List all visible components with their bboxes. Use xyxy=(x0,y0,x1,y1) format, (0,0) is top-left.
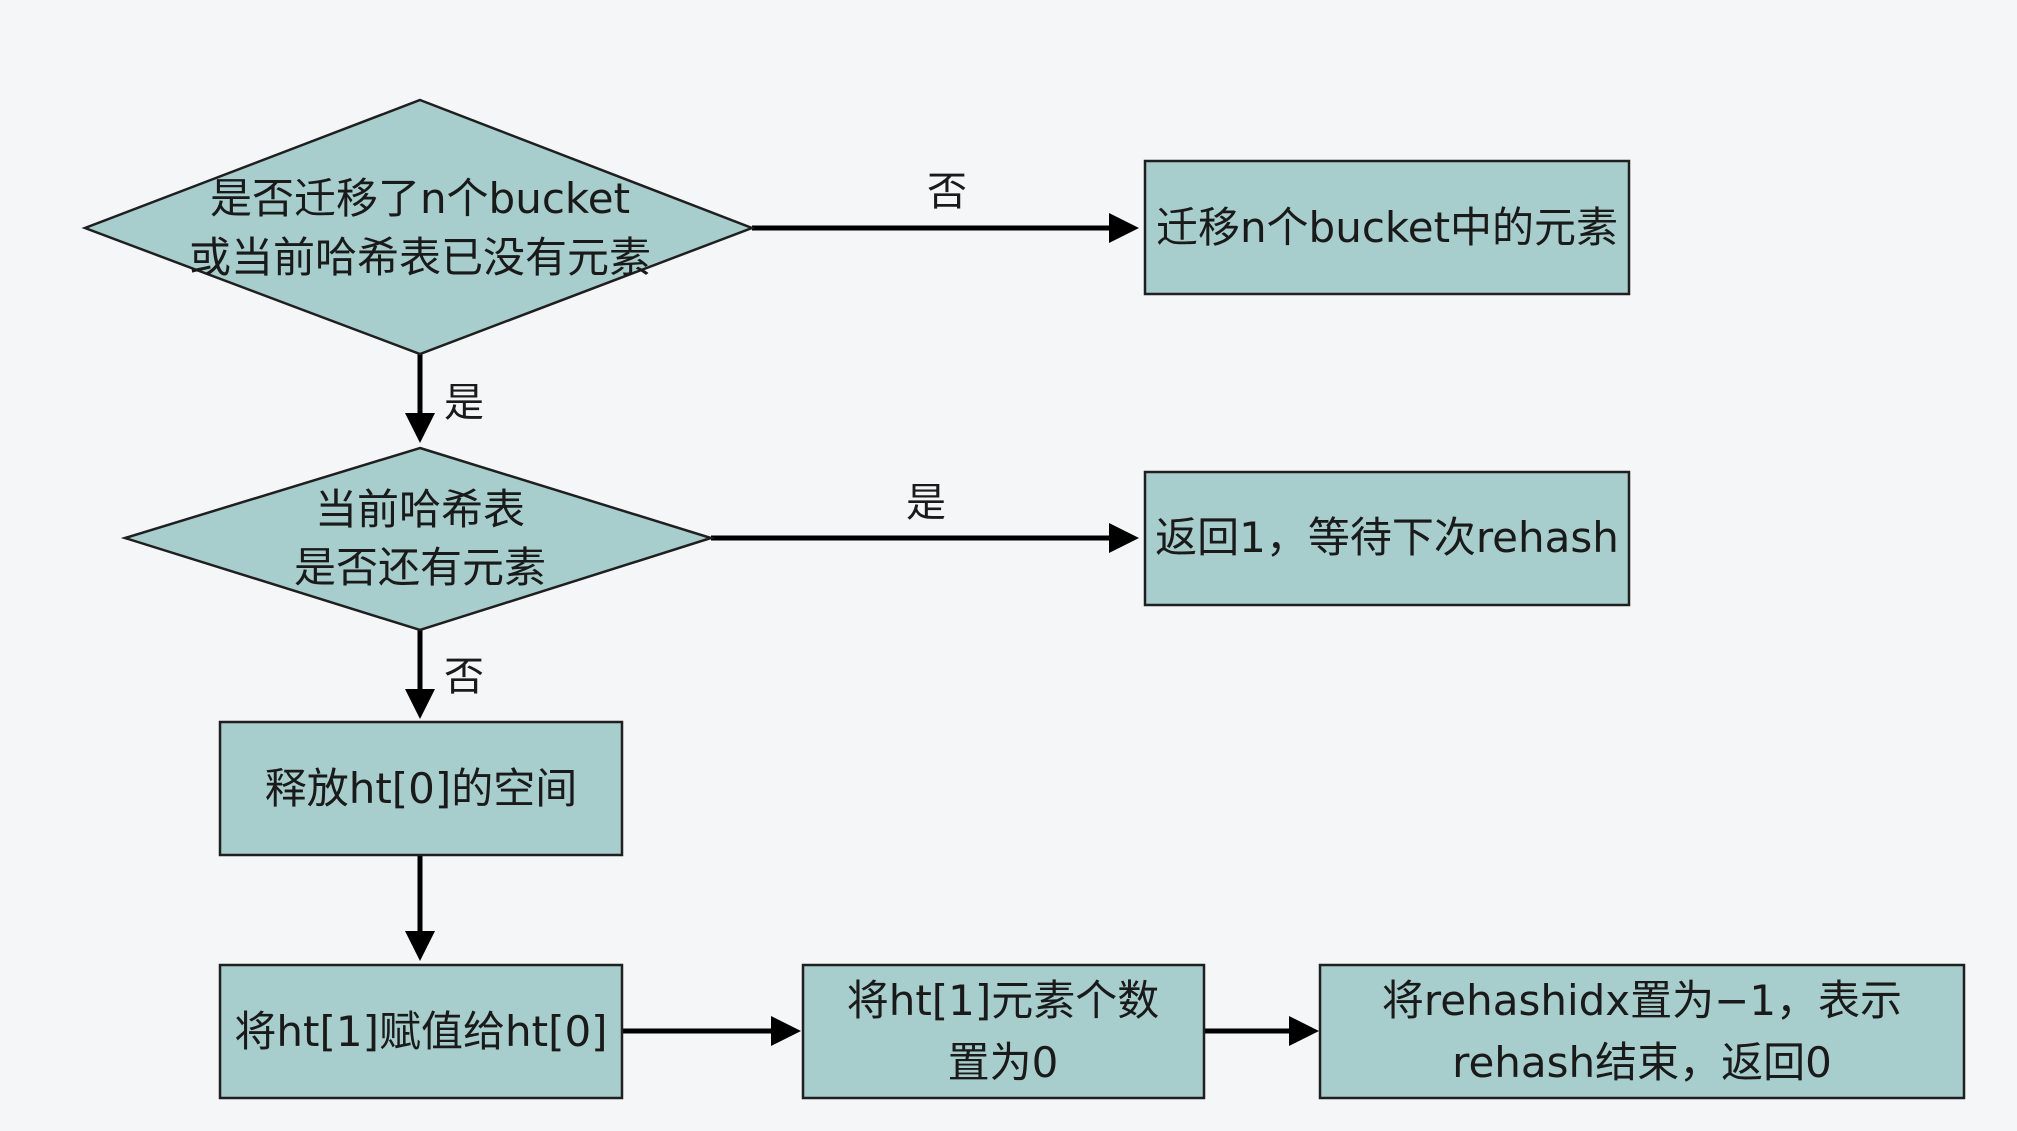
action-migrate-label: 迁移n个bucket中的元素 xyxy=(1156,203,1618,252)
edge-label-yes-1: 是 xyxy=(444,380,484,426)
edge-label-yes-2: 是 xyxy=(906,480,946,526)
decision-migrated-line1: 是否迁移了n个bucket xyxy=(210,174,630,223)
action-set-rehashidx-line1: 将rehashidx置为−1，表示 xyxy=(1382,976,1902,1025)
edge-label-no-2: 否 xyxy=(444,654,484,700)
edge-label-no-1: 否 xyxy=(927,169,967,215)
action-reset-ht1-count: 将ht[1]元素个数 置为0 xyxy=(801,963,1206,1100)
decision-migrated-line2: 或当前哈希表已没有元素 xyxy=(189,233,651,282)
action-set-rehashidx: 将rehashidx置为−1，表示 rehash结束，返回0 xyxy=(1318,963,1966,1100)
action-free-ht0-label: 释放ht[0]的空间 xyxy=(265,764,578,813)
action-reset-count-line2: 置为0 xyxy=(948,1038,1059,1087)
decision-has-elements: 当前哈希表 是否还有元素 xyxy=(120,446,716,632)
action-return-1: 返回1，等待下次rehash xyxy=(1143,470,1631,607)
action-return1-label: 返回1，等待下次rehash xyxy=(1155,513,1619,562)
decision-migrated-n-buckets: 是否迁移了n个bucket 或当前哈希表已没有元素 xyxy=(81,98,756,356)
action-set-rehashidx-line2: rehash结束，返回0 xyxy=(1452,1038,1832,1087)
decision-has-elements-line1: 当前哈希表 xyxy=(315,485,525,534)
action-assign-label: 将ht[1]赋值给ht[0] xyxy=(234,1007,607,1056)
action-reset-count-line1: 将ht[1]元素个数 xyxy=(847,976,1160,1025)
action-assign-ht1-to-ht0: 将ht[1]赋值给ht[0] xyxy=(218,963,624,1100)
action-free-ht0: 释放ht[0]的空间 xyxy=(218,720,624,857)
decision-has-elements-line2: 是否还有元素 xyxy=(294,543,546,592)
action-migrate-bucket-elements: 迁移n个bucket中的元素 xyxy=(1143,159,1631,296)
